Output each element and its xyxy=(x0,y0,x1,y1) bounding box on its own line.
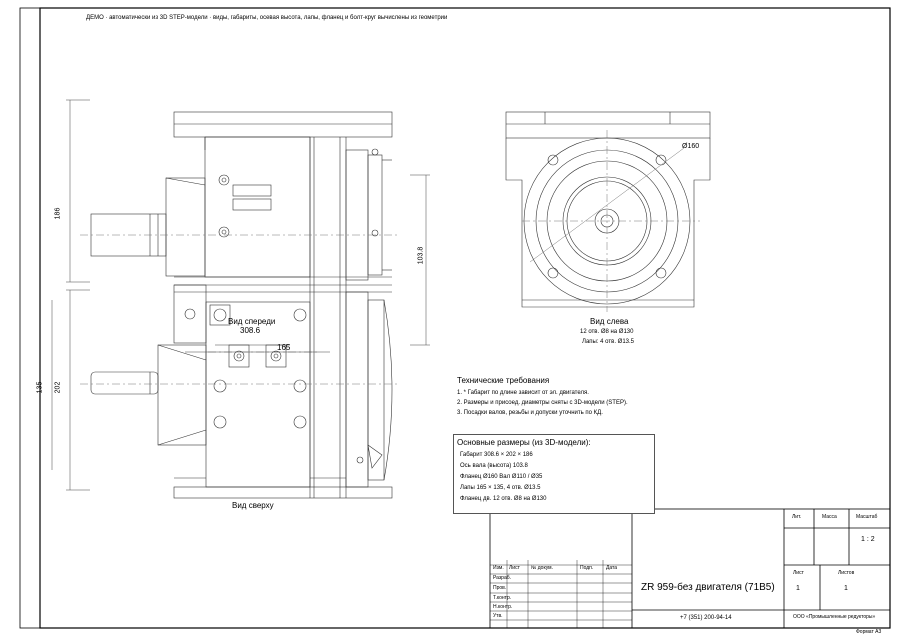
stamp-row-utv: Утв. xyxy=(493,613,503,619)
stamp-col-list: Лист xyxy=(509,565,520,571)
stamp-row-prov: Пров. xyxy=(493,585,507,591)
stamp-sheet-value: 1 xyxy=(796,585,800,592)
flange-diameter: Ø160 xyxy=(682,143,700,150)
dim-202: 202 xyxy=(54,381,62,394)
header-note: ДЕМО · автоматически из 3D STEP-модели ·… xyxy=(86,15,448,21)
stamp-sheet-label: Лист xyxy=(793,570,804,576)
dim-135: 135 xyxy=(36,381,44,394)
main-dims-row: Лапы 165 × 135, 4 отв. Ø13.5 xyxy=(460,485,541,491)
dimension-lines xyxy=(51,99,430,491)
gearbox-front-view xyxy=(90,111,393,499)
stamp-sheets-label: Листов xyxy=(838,570,855,576)
left-view-title: Вид слева xyxy=(590,317,629,326)
top-view-title: Вид сверху xyxy=(232,501,274,510)
stamp-lit-label: Лит. xyxy=(792,514,802,520)
stamp-company: ООО «Промышленные редукторы» xyxy=(793,614,876,620)
stamp-row-razrab: Разраб. xyxy=(493,575,512,581)
main-dims-row: Фланец дв. 12 отв. Ø8 на Ø130 xyxy=(460,496,547,502)
stamp-col-doc: № докум. xyxy=(531,565,553,571)
stamp-phone: +7 (351) 200-94-14 xyxy=(680,615,732,621)
front-view-width: 308.6 xyxy=(240,326,261,335)
main-dims-row: Габарит 308.6 × 202 × 186 xyxy=(460,452,533,458)
stamp-col-date: Дата xyxy=(606,565,618,571)
format-label: Формат A3 xyxy=(856,629,882,635)
left-view-note-2: Лапы: 4 отв. Ø13.5 xyxy=(582,339,634,345)
stamp-col-izm: Изм. xyxy=(493,565,504,571)
tech-item-2: 2. Размеры и присоед. диаметры сняты с 3… xyxy=(457,400,628,406)
dim-165: 165 xyxy=(277,343,291,352)
tech-item-3: 3. Посадки валов, резьбы и допуски уточн… xyxy=(457,410,603,416)
title-block xyxy=(489,508,891,629)
front-view-title: Вид спереди xyxy=(228,317,276,326)
stamp-mass-label: Масса xyxy=(822,514,837,520)
inner-frame xyxy=(39,7,891,629)
tech-title: Технические требования xyxy=(457,376,550,385)
dim-103-8: 103.8 xyxy=(417,246,425,265)
stamp-row-nkontr: Н.контр. xyxy=(493,604,513,610)
main-dims-title: Основные размеры (из 3D-модели): xyxy=(457,438,591,447)
main-dims-row: Ось вала (высота) 103.8 xyxy=(460,463,528,469)
tech-item-1: 1. * Габарит по длине зависит от эл. дви… xyxy=(457,390,589,396)
stamp-scale-label: Масштаб xyxy=(856,514,878,520)
gearbox-left-view xyxy=(505,111,711,308)
stamp-sheets-value: 1 xyxy=(844,585,848,592)
dim-186: 186 xyxy=(54,207,62,220)
stamp-col-sign: Подп. xyxy=(580,565,594,571)
main-dims-row: Фланец Ø160 Вал Ø110 / Ø35 xyxy=(460,474,543,480)
stamp-row-tkontr: Т.контр. xyxy=(493,595,512,601)
drawing-title: ZR 959-без двигателя (71B5) xyxy=(641,582,775,593)
main-dimensions-box: Основные размеры (из 3D-модели): Габарит… xyxy=(453,434,655,514)
left-view-note-1: 12 отв. Ø8 на Ø130 xyxy=(580,329,634,335)
outer-frame xyxy=(19,7,891,629)
stamp-scale-value: 1 : 2 xyxy=(861,536,875,543)
